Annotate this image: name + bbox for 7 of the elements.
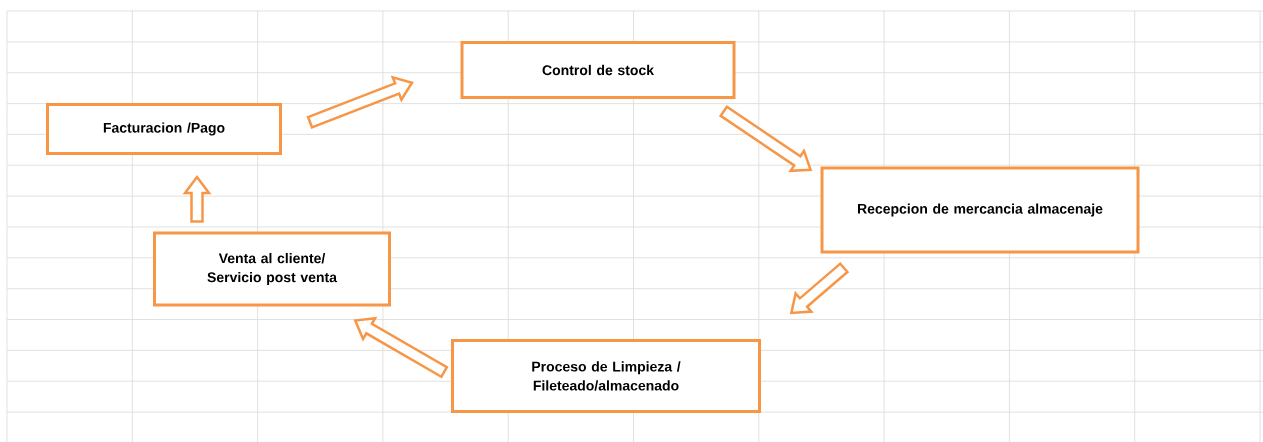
process-box: Recepcion de mercancia almacenaje (820, 166, 1140, 254)
block-arrow (306, 75, 414, 129)
process-box: Facturacion /Pago (46, 103, 282, 155)
process-box: Proceso de Limpieza / Fileteado/almacenado (451, 339, 761, 413)
block-arrow (182, 174, 212, 223)
process-box: Control de stock (460, 41, 736, 99)
process-box: Venta al cliente/ Servicio post venta (153, 231, 391, 307)
